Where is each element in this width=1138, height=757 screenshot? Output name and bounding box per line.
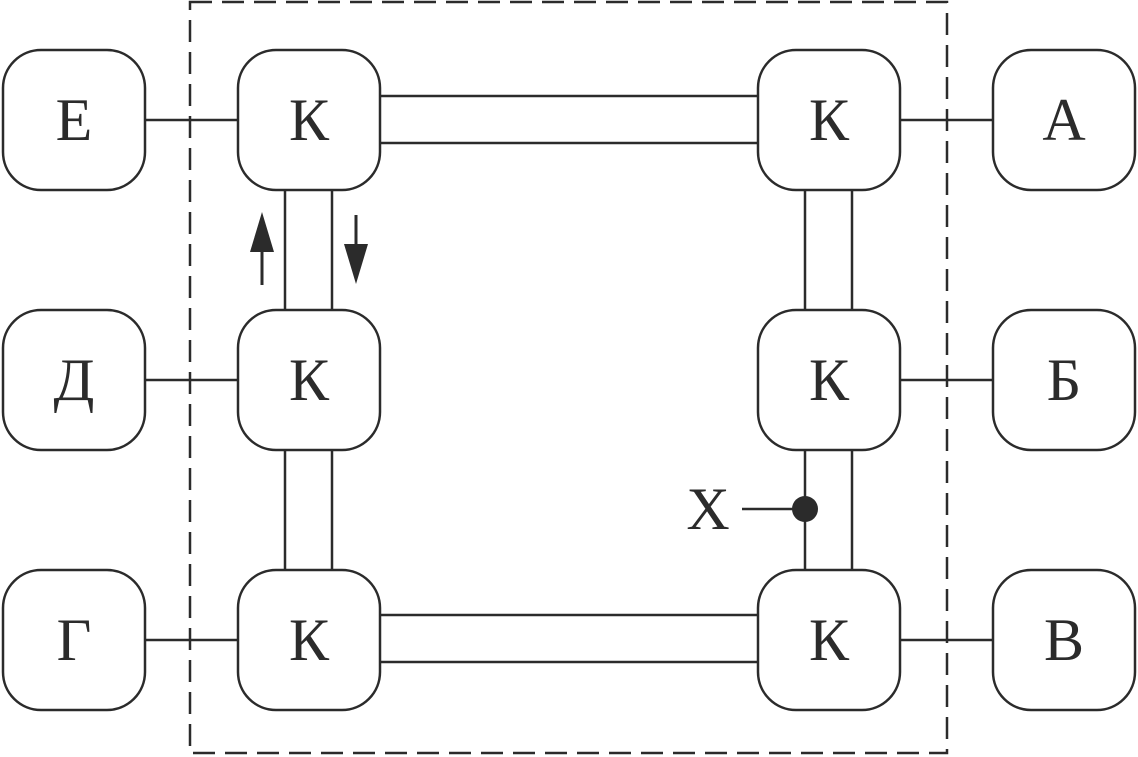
- switch-box: [756, 568, 902, 712]
- terminal-label: В: [1044, 607, 1084, 673]
- switch-middle-left: К: [236, 308, 382, 452]
- terminal-a: А: [991, 48, 1137, 192]
- terminal-links: [145, 118, 993, 642]
- point-x-dot: [792, 496, 818, 522]
- arrow-down-icon: [344, 244, 368, 284]
- terminal-label: Г: [57, 607, 92, 673]
- switch-label: К: [289, 607, 330, 673]
- terminal-g: Г: [1, 568, 147, 712]
- terminal-d: Д: [1, 308, 147, 452]
- switch-bottom-left: К: [236, 568, 382, 712]
- switch-label: К: [289, 347, 330, 413]
- terminal-b: Б: [991, 308, 1137, 452]
- direction-arrows: [250, 212, 368, 285]
- switch-box: [236, 308, 382, 452]
- terminal-label: А: [1042, 87, 1085, 153]
- switch-label: К: [809, 347, 850, 413]
- terminal-box: [1, 48, 147, 192]
- point-x-label: X: [686, 476, 729, 542]
- terminal-box: [991, 48, 1137, 192]
- terminal-label: Д: [54, 347, 95, 413]
- switch-middle-right: К: [756, 308, 902, 452]
- terminal-v: В: [991, 568, 1137, 712]
- switch-bottom-right: К: [756, 568, 902, 712]
- switch-top-left: К: [236, 48, 382, 192]
- switch-label: К: [809, 87, 850, 153]
- switch-box: [756, 308, 902, 452]
- switch-label: К: [809, 607, 850, 673]
- terminal-box: [1, 568, 147, 712]
- terminal-label: Б: [1047, 347, 1081, 413]
- terminal-box: [991, 568, 1137, 712]
- switch-box: [236, 48, 382, 192]
- arrow-up-icon: [250, 212, 274, 252]
- point-x-marker: X: [686, 476, 818, 542]
- switch-label: К: [289, 87, 330, 153]
- switch-top-right: К: [756, 48, 902, 192]
- terminal-box: [1, 308, 147, 452]
- switch-box: [236, 568, 382, 712]
- terminal-box: [991, 308, 1137, 452]
- terminal-e: Е: [1, 48, 147, 192]
- ring-boundary-dashed: [188, 0, 949, 755]
- terminal-label: Е: [56, 87, 93, 153]
- switch-box: [756, 48, 902, 192]
